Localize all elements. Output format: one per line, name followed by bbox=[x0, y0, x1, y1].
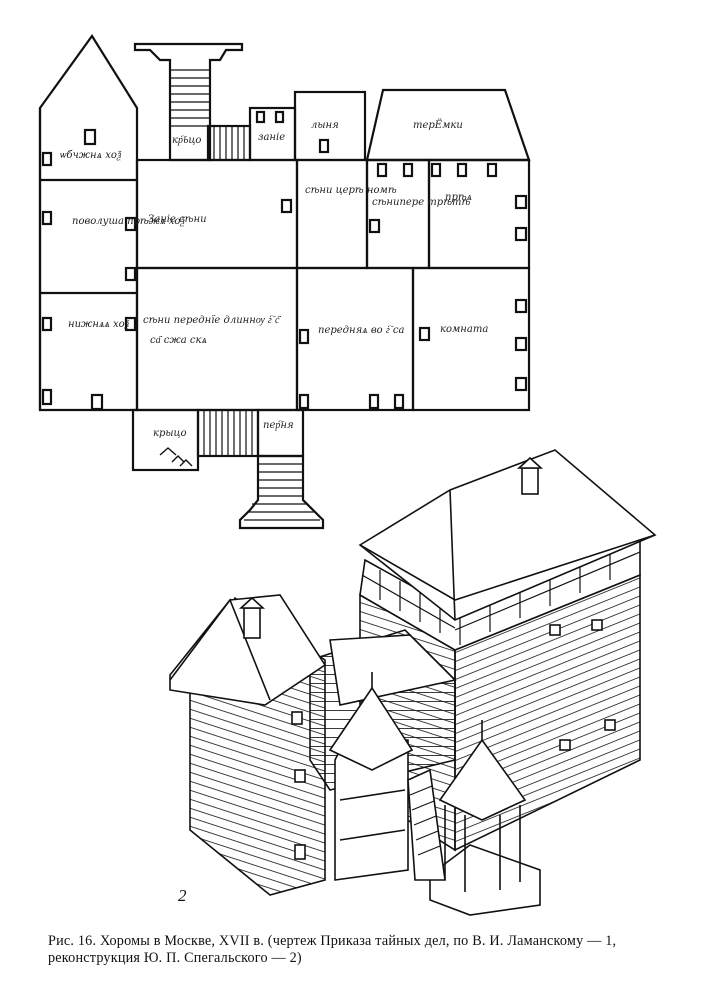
plan-label-kryltso-top: кр҇ьцо bbox=[172, 135, 201, 146]
plan-label-center-bot2: са҃ сжа скѧ bbox=[150, 335, 207, 346]
plan-label-komnata: комната bbox=[440, 324, 488, 335]
plan-label-center-mid: Заніе сѣни bbox=[148, 214, 207, 225]
plan-label-left-mid: поволуша прѣжѧ хоѯ bbox=[72, 216, 185, 227]
figure-caption: Рис. 16. Хоромы в Москве, XVII в. (черте… bbox=[48, 933, 617, 966]
plan-label-pryezd: прѣѧ bbox=[445, 192, 473, 203]
panel-label-2: 2 bbox=[178, 886, 187, 905]
plan-label-kryltso-bot: крыцо bbox=[153, 428, 187, 439]
plan-label-perednya: передняѧ во г҇ са bbox=[318, 325, 405, 336]
plan-label-left-top: ѡбчжнѧ хоѯ bbox=[60, 150, 122, 161]
plan-label-zanie-top: заніе bbox=[258, 132, 285, 143]
plan-label-left-bot: нижнѧѧ хоѯ bbox=[68, 319, 130, 330]
plan-label-center-bot: сѣни переднїе длиннѹ г҇ с҃ bbox=[143, 315, 281, 326]
plan-label-terema: терЁмки bbox=[413, 119, 463, 131]
plan-label-stair-mid: сѣни церѣ номѣ bbox=[305, 185, 397, 196]
plan-label-lyvya: лыня bbox=[311, 120, 339, 131]
plan-label-perednie-bot: пер҇ня bbox=[263, 420, 294, 431]
plan-label-sredne: сѣнипере трѣтѣ bbox=[372, 197, 470, 208]
